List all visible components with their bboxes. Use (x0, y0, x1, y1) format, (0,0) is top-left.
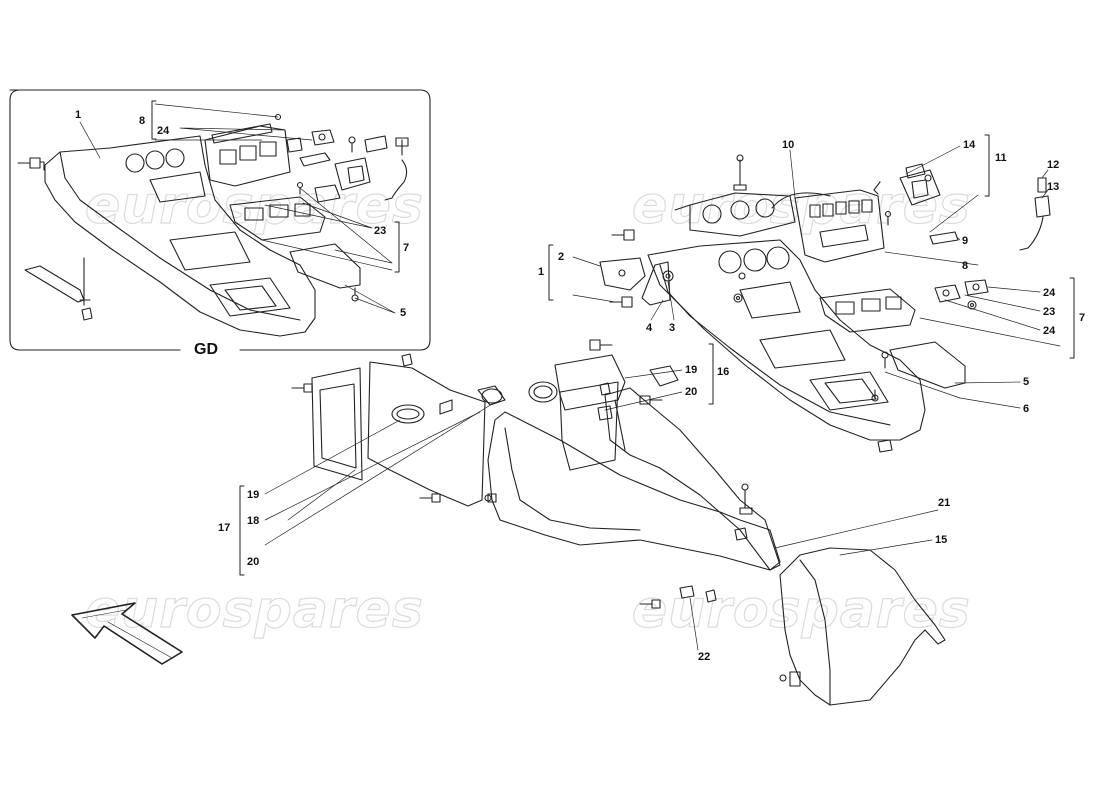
watermark: eurospares (631, 579, 971, 640)
console-small-parts (599, 163, 1051, 453)
callout-7: 7 (403, 242, 410, 254)
console-switch-panel (794, 189, 885, 263)
callout-24-upper: 24 (1043, 287, 1056, 299)
callout-15: 15 (935, 534, 948, 546)
tunnel-left-panel (291, 353, 506, 507)
callout-8: 8 (139, 115, 146, 127)
watermark: eurospares (84, 579, 424, 640)
callout-21: 21 (938, 497, 951, 509)
inset-tray (229, 196, 326, 241)
inset-small-parts (17, 113, 409, 321)
tunnel-brackets (239, 343, 714, 576)
callout-1: 1 (75, 109, 82, 121)
console-tray (819, 288, 916, 333)
console-brackets (548, 134, 1075, 359)
callout-3: 3 (669, 322, 676, 334)
tunnel-leader-lines (264, 369, 939, 651)
inset-label: GD (194, 341, 218, 358)
callout-22: 22 (698, 651, 711, 663)
callout-16: 16 (717, 366, 730, 378)
callout-19-left: 19 (247, 489, 260, 501)
console-leader-lines (572, 145, 1061, 409)
callout-17: 17 (218, 522, 231, 534)
callout-24-lower: 24 (1043, 325, 1056, 337)
callout-11: 11 (995, 152, 1007, 164)
callout-5: 5 (400, 307, 407, 319)
inset-brackets (151, 100, 400, 273)
callout-10: 10 (782, 139, 795, 151)
inset-frame (9, 89, 431, 351)
tunnel-right-panel (604, 387, 781, 609)
front-direction-arrow (71, 602, 183, 665)
inset-console (44, 135, 316, 337)
callout-19-right: 19 (685, 364, 698, 376)
callout-8-main: 8 (962, 260, 969, 272)
inset-lid (289, 243, 361, 289)
callout-18: 18 (247, 515, 260, 527)
callout-1-main: 1 (538, 266, 545, 278)
callout-5-main: 5 (1023, 376, 1030, 388)
callout-20-left: 20 (247, 556, 260, 568)
callout-23: 23 (374, 225, 387, 237)
callout-23-main: 23 (1043, 306, 1056, 318)
callout-24: 24 (157, 125, 170, 137)
inset-switch-panel (204, 123, 291, 187)
rear-tunnel-cover (779, 547, 946, 706)
callout-7-main: 7 (1079, 312, 1086, 324)
callout-6: 6 (1023, 403, 1030, 415)
callout-20-right: 20 (685, 386, 698, 398)
console-vent-bracket (674, 154, 831, 237)
callout-4: 4 (646, 322, 653, 334)
callout-12: 12 (1047, 159, 1060, 171)
callout-2: 2 (558, 251, 565, 263)
inset-leader-lines (79, 103, 396, 314)
callout-14: 14 (963, 139, 976, 151)
callout-9: 9 (962, 235, 969, 247)
callout-13: 13 (1047, 181, 1060, 193)
center-console (647, 239, 926, 441)
console-lid (889, 341, 966, 389)
